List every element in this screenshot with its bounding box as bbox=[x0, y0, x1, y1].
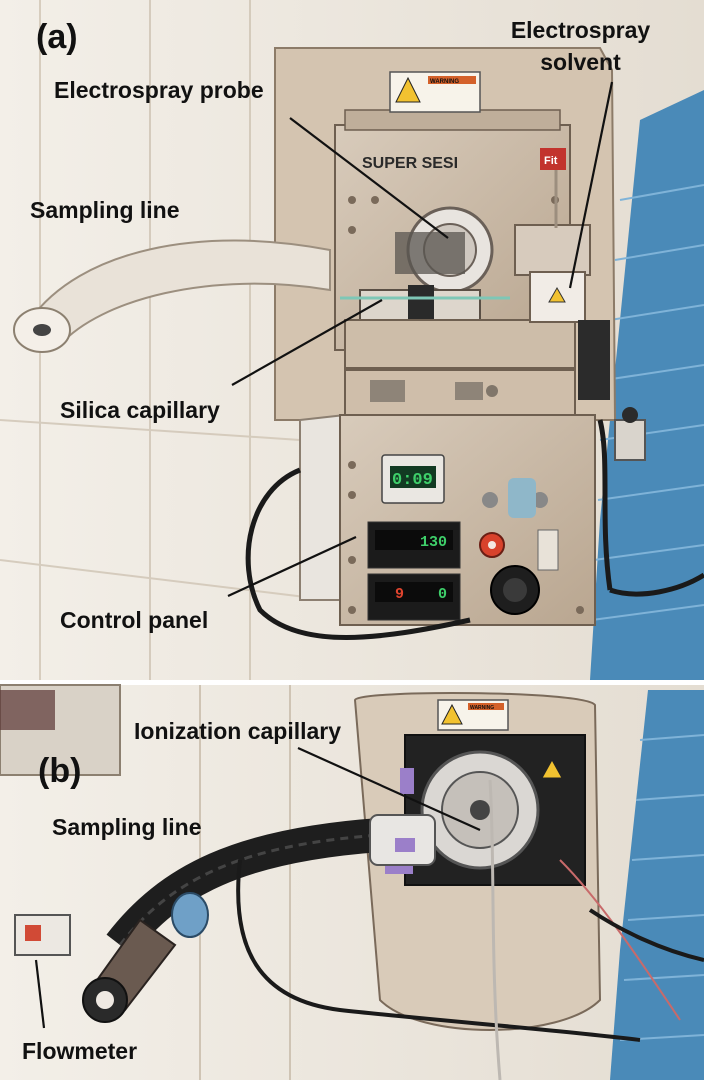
leader-flowmeter bbox=[34, 959, 46, 1029]
label-sampling-line-b: Sampling line bbox=[52, 814, 202, 840]
panel-b-letter: (b) bbox=[38, 752, 82, 790]
top-warning-sticker bbox=[389, 71, 481, 113]
sampling-line-tube-a bbox=[13, 239, 331, 353]
cables-a bbox=[245, 419, 704, 640]
device-name: SUPER SESI bbox=[362, 155, 458, 172]
controller-2-pv: 0 bbox=[438, 586, 447, 603]
cables-b bbox=[236, 779, 704, 1080]
controller-2-sv: 9 bbox=[395, 586, 404, 603]
panel-a-letter: (a) bbox=[36, 18, 78, 56]
leader-silica-capillary bbox=[231, 299, 383, 386]
timer-display: 0:09 bbox=[392, 471, 433, 490]
warning-label-b: WARNING bbox=[470, 705, 494, 711]
label-electrospray-solvent: Electrospray solvent bbox=[510, 17, 651, 75]
label-silica-capillary: Silica capillary bbox=[60, 397, 220, 423]
label-sampling-line-a: Sampling line bbox=[30, 197, 180, 223]
control-panel-box bbox=[299, 413, 596, 626]
solvent-housing bbox=[514, 170, 610, 400]
label-electrospray-probe: Electrospray probe bbox=[54, 77, 264, 103]
brand-badge: Fit bbox=[544, 155, 558, 167]
label-control-panel: Control panel bbox=[60, 607, 209, 633]
label-ionization-capillary: Ionization capillary bbox=[134, 718, 342, 744]
warning-label-a: WARNING bbox=[430, 79, 459, 85]
side-valve bbox=[614, 407, 646, 461]
sampling-line-b bbox=[14, 814, 436, 1023]
leader-electrospray-probe bbox=[289, 117, 449, 239]
leader-lines bbox=[34, 81, 614, 1029]
leader-control-panel bbox=[227, 536, 357, 597]
leader-electrospray-solvent bbox=[568, 81, 614, 289]
controller-1-value: 130 bbox=[420, 534, 447, 551]
label-flowmeter: Flowmeter bbox=[22, 1038, 138, 1064]
leader-ionization-capillary bbox=[297, 746, 481, 832]
